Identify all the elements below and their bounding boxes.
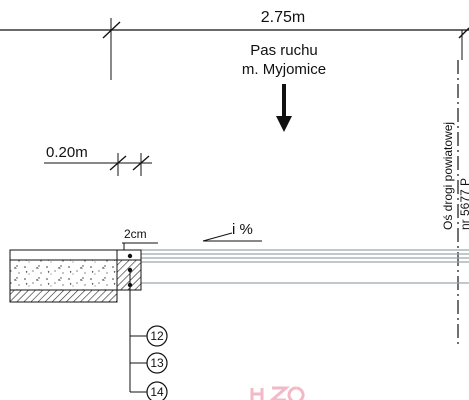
slope-label: i % bbox=[232, 221, 253, 238]
joint-dimension-label: 2cm bbox=[124, 227, 147, 241]
joint-dimension: 2cm bbox=[122, 227, 158, 252]
road-axis-label-line1: Oś drogi powiatowej bbox=[441, 122, 455, 230]
road-axis-label-line2: nr 5677 P bbox=[458, 178, 469, 230]
top-dimension-label: 2.75m bbox=[261, 9, 305, 26]
pavement-layers bbox=[141, 249, 469, 284]
callout-12: 12 bbox=[150, 329, 164, 343]
callout-13: 13 bbox=[150, 356, 164, 370]
top-dimension: 2.75m bbox=[0, 9, 469, 80]
lane-label-line2: m. Myjomice bbox=[242, 61, 326, 78]
callout-14: 14 bbox=[150, 385, 164, 399]
callouts: 12 13 14 bbox=[129, 270, 168, 400]
left-dimension-label: 0.20m bbox=[46, 144, 88, 161]
road-axis: Oś drogi powiatowej nr 5677 P bbox=[441, 60, 469, 345]
lane-label-line1: Pas ruchu bbox=[250, 42, 318, 59]
lane-annotation: Pas ruchu m. Myjomice bbox=[242, 42, 326, 132]
shoulder-construction bbox=[9, 249, 142, 303]
traffic-direction-arrow-icon bbox=[276, 116, 292, 132]
left-dimension: 0.20m bbox=[44, 144, 152, 176]
slope-annotation: i % bbox=[202, 221, 262, 242]
stamp-watermark bbox=[250, 386, 305, 400]
